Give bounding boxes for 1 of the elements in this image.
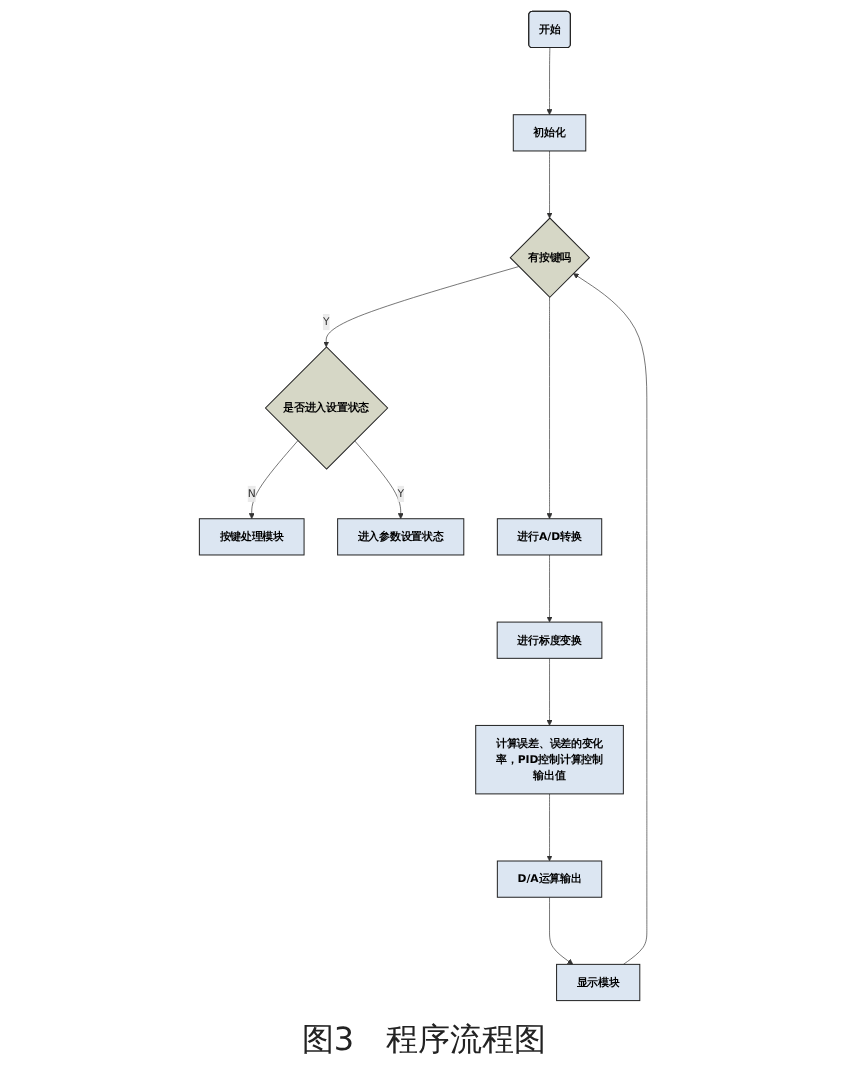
figure-caption: 图3 程序流程图: [299, 1018, 549, 1062]
